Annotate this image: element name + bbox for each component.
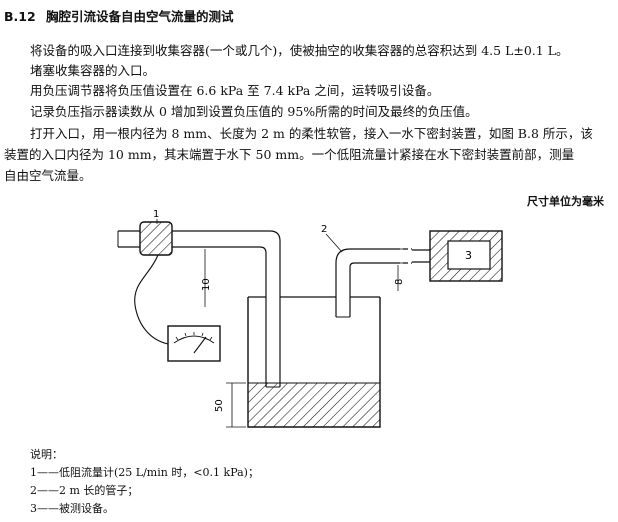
callout-3: 3 [465,249,472,262]
section-title: 胸腔引流设备自由空气流量的测试 [46,9,234,24]
gauge-wire [134,254,169,345]
callout-1: 1 [153,209,159,220]
device-under-test: 3 [429,230,503,282]
figure-b8-diagram: 10 1 50 2 [117,209,503,428]
section-heading: B.12 胸腔引流设备自由空气流量的测试 [4,6,234,25]
bent-pipe [172,230,281,388]
water-seal-container [247,296,381,428]
flow-meter-body [139,221,173,256]
paragraph-4: 记录负压指示器读数从 0 增加到设置负压值的 95%所需的时间及最终的负压值。 [30,104,478,119]
paragraph-2: 堵塞收集容器的入口。 [30,63,156,78]
dimension-label-8: 8 [394,279,405,285]
legend-title: 说明： [30,448,63,461]
paragraph-3: 用负压调节器将负压值设置在 6.6 kPa 至 7.4 kPa 之间，运转吸引设… [30,83,440,98]
legend-item-1: 1——低阻流量计(25 L/min 时，<0.1 kPa)； [30,466,259,479]
dimension-10: 10 [200,230,212,307]
inlet-pipe [117,230,140,248]
dimension-8: 8 [393,248,405,291]
paragraph-5: 打开入口，用一根内径为 8 mm、长度为 2 m 的柔性软管，接入一水下密封装置… [30,126,593,141]
tube-2 [335,248,430,318]
gauge-icon [167,325,221,362]
callout-2: 2 [321,224,327,235]
paragraph-6: 装置的入口内径为 10 mm，其末端置于水下 50 mm。一个低阻流量计紧接在水… [4,147,575,162]
paragraph-1: 将设备的吸入口连接到收集容器(一个或几个)，使被抽空的收集容器的总容积达到 4.… [30,43,569,58]
dimension-label-10: 10 [201,278,212,291]
dimension-50: 50 [214,382,246,428]
legend-item-3: 3——被测设备。 [30,502,114,515]
dimension-label-50: 50 [214,399,225,412]
section-number: B.12 [4,9,36,24]
legend-item-2: 2——2 m 长的管子； [30,484,139,497]
paragraph-7: 自由空气流量。 [4,168,92,183]
unit-note: 尺寸单位为毫米 [527,195,604,208]
